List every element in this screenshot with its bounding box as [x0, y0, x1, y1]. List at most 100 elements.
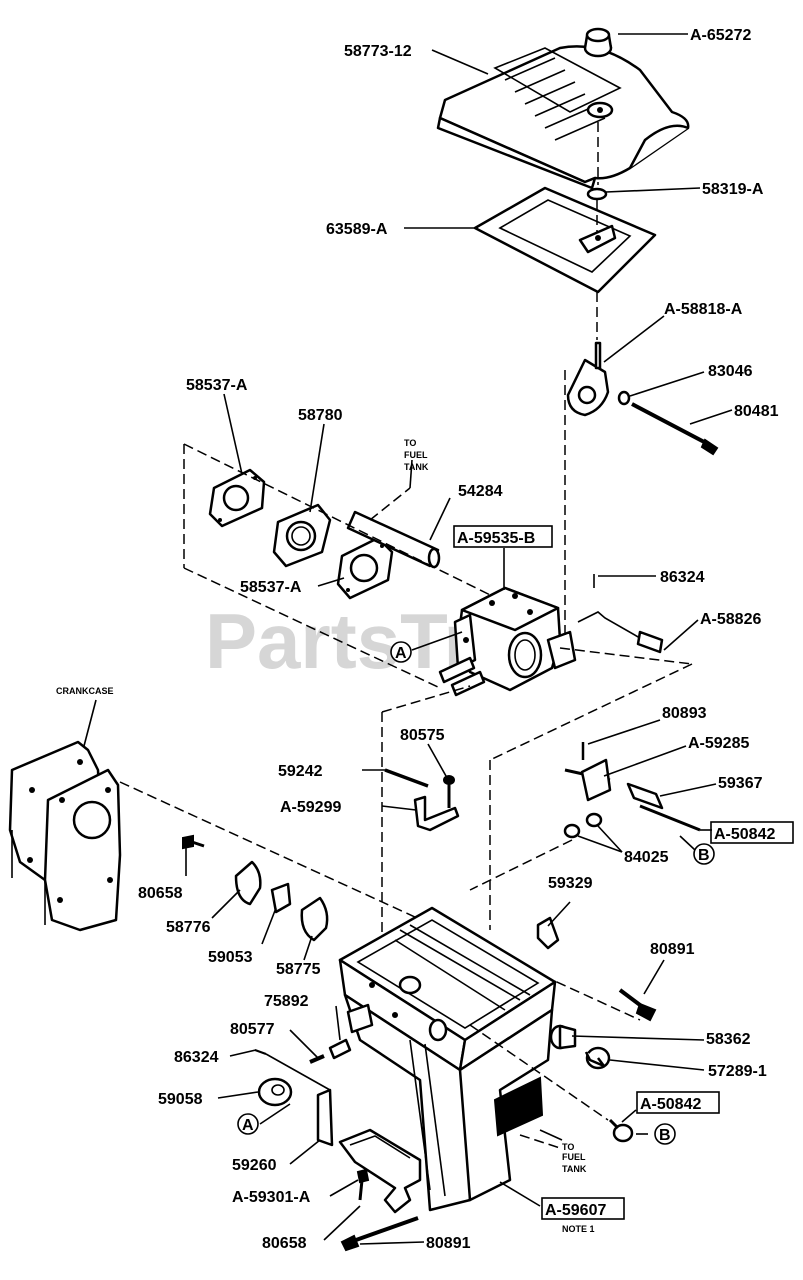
screw-80891-lower	[340, 1216, 419, 1252]
grommet-59058	[257, 1077, 293, 1107]
screw-80481	[631, 402, 719, 456]
choke-lever-a-59285	[564, 758, 612, 802]
leader-lines	[83, 33, 733, 1245]
label-58362: 58362	[706, 1031, 751, 1048]
bracket-a-58818-a	[566, 341, 610, 417]
label-a-58826: A-58826	[700, 611, 761, 628]
callout-a-lower: A	[237, 1113, 259, 1135]
label-a-59299: A-59299	[280, 799, 341, 816]
trigger-a-59301-a	[338, 1128, 422, 1214]
label-58776: 58776	[166, 919, 211, 936]
note-to-fuel-tank-lower-3: TANK	[562, 1164, 587, 1174]
gasket-58537-a-upper	[208, 468, 266, 528]
screw-80658-lower	[356, 1168, 370, 1201]
box-a-59607	[541, 1197, 625, 1220]
note-to-fuel-tank-lower-2: FUEL	[562, 1152, 586, 1162]
label-75892: 75892	[264, 993, 309, 1010]
label-59329: 59329	[548, 875, 593, 892]
note-crankcase: CRANKCASE	[56, 686, 114, 696]
cover-knob	[583, 27, 613, 58]
lever-a-59299	[413, 795, 460, 832]
manifold-58780	[272, 503, 332, 568]
label-a-59535-b: A-59535-B	[457, 530, 535, 547]
air-filter	[473, 186, 657, 294]
fitting-58362	[549, 1024, 577, 1050]
label-a-50842-lower: A-50842	[640, 1096, 701, 1113]
callout-b-upper: B	[693, 843, 715, 865]
note-to-fuel-tank-upper-3: TANK	[404, 462, 429, 472]
note-to-fuel-tank-lower-1: TO	[562, 1142, 574, 1152]
label-59053: 59053	[208, 949, 253, 966]
pin-86324-lower	[254, 1049, 267, 1055]
label-a-50842-upper: A-50842	[714, 826, 775, 843]
label-57289-1: 57289-1	[708, 1063, 767, 1080]
washer-84025-a	[563, 823, 581, 839]
svg-text:B: B	[698, 847, 710, 864]
label-83046: 83046	[708, 363, 753, 380]
label-80891-lower: 80891	[426, 1235, 471, 1252]
label-54284: 54284	[458, 483, 503, 500]
label-58780: 58780	[298, 407, 343, 424]
svg-text:A: A	[395, 645, 407, 662]
crankcase-gasket	[8, 740, 122, 932]
note-to-fuel-tank-upper-1: TO	[404, 438, 416, 448]
throttle-rod-a-58826	[577, 611, 664, 654]
label-80658-upper: 80658	[138, 885, 183, 902]
label-80891-upper: 80891	[650, 941, 695, 958]
gasket-58537-a-lower	[336, 536, 394, 600]
svg-text:B: B	[659, 1127, 671, 1144]
washer-84025-b	[585, 812, 603, 828]
label-58773-12: 58773-12	[344, 43, 412, 60]
filter-cover	[436, 45, 690, 190]
spring-59242	[384, 768, 429, 788]
spring-75892	[328, 1038, 352, 1060]
screw-80891-upper	[618, 988, 657, 1022]
washer-58319-a	[586, 187, 608, 201]
label-80658-lower: 80658	[262, 1235, 307, 1252]
screw-80575	[443, 775, 455, 808]
part-59329	[536, 916, 560, 950]
box-a-50842-upper	[710, 821, 794, 844]
label-63589-a: 63589-A	[326, 221, 388, 238]
label-80893: 80893	[662, 705, 707, 722]
label-a-59607: A-59607	[545, 1202, 606, 1219]
callout-b-lower: B	[654, 1123, 676, 1145]
carburetor	[438, 586, 577, 697]
note-to-fuel-tank-upper-2: FUEL	[404, 450, 428, 460]
label-59058: 59058	[158, 1091, 203, 1108]
label-59367: 59367	[718, 775, 763, 792]
label-58775: 58775	[276, 961, 321, 978]
label-86324-lower: 86324	[174, 1049, 219, 1066]
label-84025: 84025	[624, 849, 669, 866]
svg-text:A: A	[242, 1117, 254, 1134]
reed-58776	[234, 860, 262, 906]
screw-80577	[309, 1054, 325, 1064]
label-59242: 59242	[278, 763, 323, 780]
label-a-59301-a: A-59301-A	[232, 1189, 311, 1206]
main-housing	[338, 906, 557, 1212]
screw-80658-upper	[182, 834, 205, 850]
bolt-a-50842-lower	[608, 1118, 634, 1143]
plate-59367	[626, 782, 701, 832]
reed-58775	[300, 896, 329, 942]
label-58537-a-lower: 58537-A	[240, 579, 302, 596]
note-1: NOTE 1	[562, 1224, 595, 1234]
label-58319-a: 58319-A	[702, 181, 764, 198]
plug-57289-1	[584, 1046, 611, 1070]
box-a-50842-lower	[636, 1091, 720, 1114]
callout-a-upper: A	[390, 641, 412, 663]
label-80481: 80481	[734, 403, 779, 420]
bracket-59260	[316, 1088, 334, 1147]
box-a-59535-b	[453, 525, 553, 548]
plate-59053	[270, 882, 292, 914]
washer-83046	[617, 390, 631, 406]
label-a-65272: A-65272	[690, 27, 751, 44]
label-80577: 80577	[230, 1021, 275, 1038]
label-58537-a-upper: 58537-A	[186, 377, 248, 394]
label-80575: 80575	[400, 727, 445, 744]
label-a-58818-a: A-58818-A	[664, 301, 743, 318]
label-a-59285: A-59285	[688, 735, 749, 752]
label-86324-upper: 86324	[660, 569, 705, 586]
label-59260: 59260	[232, 1157, 277, 1174]
